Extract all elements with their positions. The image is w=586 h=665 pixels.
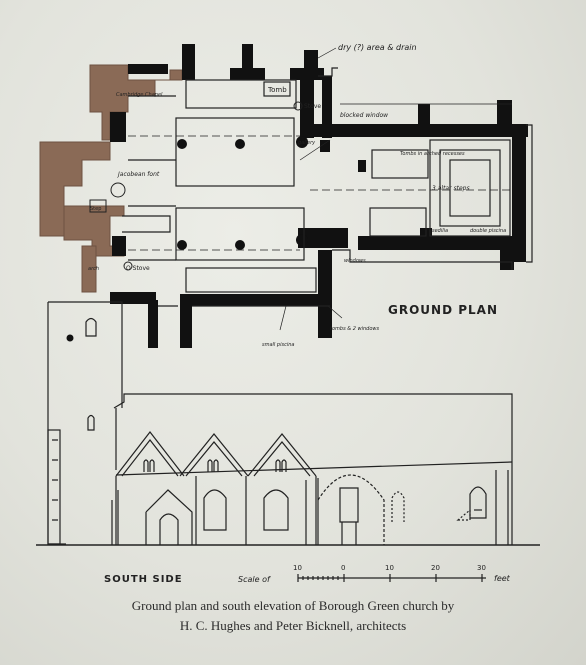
blocked-window-label: blocked window [340, 112, 388, 119]
double-piscina-label: double piscina [470, 228, 506, 234]
plan-lines [122, 67, 533, 307]
step-label: Step [90, 206, 101, 212]
tomb-label: Tomb [267, 86, 287, 94]
font-symbol [110, 182, 126, 198]
tombs-arches-label: Tombs in arched recesses [400, 151, 465, 157]
drain-label: dry (?) area & drain [338, 43, 417, 52]
plan-labels: dry (?) area & drain Tomb Stove blocked … [88, 43, 506, 348]
windows-label: windows [344, 258, 366, 264]
window-1 [203, 489, 227, 531]
roof [113, 393, 513, 470]
gallery-label: gallery [298, 140, 316, 146]
gable-middle [179, 433, 249, 477]
window-2 [263, 489, 289, 531]
old-walls [39, 64, 183, 293]
scale-unit: feet [494, 574, 511, 583]
tombs-windows-label: tombs & 2 windows [330, 326, 379, 332]
tower-buttress [47, 429, 61, 545]
sedilia-label: sedilia [432, 228, 448, 234]
ground-plan-title: GROUND PLAN [388, 303, 498, 317]
gable-east [247, 433, 317, 477]
stove-south-label: O Stove [126, 265, 150, 272]
window-4 [469, 486, 487, 519]
stove-north-symbol [293, 101, 303, 111]
gable-west [115, 431, 185, 477]
south-elevation [36, 301, 540, 546]
small-piscina-label: small piscina [262, 342, 294, 348]
porch [145, 489, 193, 545]
scale-tick-0: 10 [293, 564, 302, 572]
step-symbol [89, 199, 107, 213]
arch-label: arch [88, 266, 99, 272]
stove-south-symbol [123, 261, 133, 271]
caption-line-1: Ground plan and south elevation of Borou… [131, 598, 455, 613]
figure-caption: Ground plan and south elevation of Borou… [0, 596, 586, 636]
architectural-drawing: dry (?) area & drain Tomb Stove blocked … [36, 43, 540, 585]
blocked-arch [317, 474, 385, 545]
stove-north-label: Stove [304, 103, 321, 110]
altar-steps-label: 3 altar steps [432, 185, 470, 192]
leader-lines [279, 47, 343, 331]
caption-line-2: H. C. Hughes and Peter Bicknell, archite… [179, 618, 407, 633]
jacobean-font-label: Jacobean font [117, 171, 160, 178]
ground-plan: dry (?) area & drain Tomb Stove blocked … [39, 43, 533, 348]
scale-ticks: 10 0 10 20 30 feet [293, 564, 511, 583]
scale-tick-4: 30 [477, 564, 486, 572]
scale-tick-2: 10 [385, 564, 394, 572]
cambridge-chapel-label: Cambridge Chapel [116, 92, 163, 98]
scale-bar [297, 574, 486, 582]
scale-tick-3: 20 [431, 564, 440, 572]
scale-prefix: Scale of [238, 575, 271, 584]
south-side-title: SOUTH SIDE [104, 574, 183, 585]
elevation-labels: SOUTH SIDE Scale of [104, 574, 271, 585]
scale-tick-1: 0 [341, 564, 345, 572]
new-walls [110, 44, 528, 348]
tower [47, 301, 123, 545]
plan-centre-lines [128, 135, 510, 251]
window-3 [339, 487, 359, 523]
